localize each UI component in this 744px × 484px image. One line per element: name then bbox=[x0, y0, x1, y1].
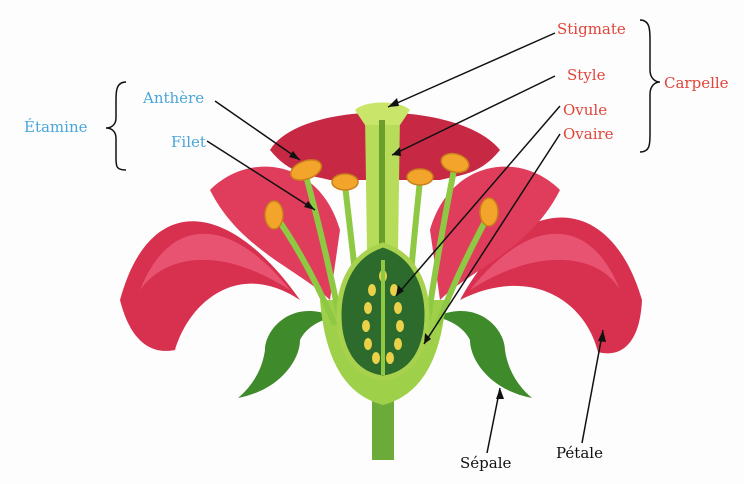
label-etamine: Étamine bbox=[24, 120, 87, 135]
label-ovule: Ovule bbox=[563, 103, 607, 118]
label-filet: Filet bbox=[171, 135, 206, 150]
brace-etamine-icon bbox=[106, 82, 126, 170]
sepal-left bbox=[238, 311, 330, 398]
style-canal bbox=[379, 120, 385, 260]
ovary-axis bbox=[381, 260, 385, 375]
leader-anthere bbox=[215, 101, 300, 160]
leader-petale bbox=[582, 330, 603, 443]
leader-stigmate bbox=[388, 33, 555, 107]
sepal-right bbox=[440, 311, 532, 398]
label-petale: Pétale bbox=[556, 446, 603, 461]
label-style: Style bbox=[567, 68, 605, 83]
label-sepale: Sépale bbox=[460, 456, 511, 471]
brace-carpelle-icon bbox=[640, 20, 660, 152]
label-carpelle: Carpelle bbox=[664, 76, 729, 91]
label-anthere: Anthère bbox=[143, 91, 204, 106]
label-ovaire: Ovaire bbox=[563, 127, 614, 142]
stem bbox=[372, 400, 394, 460]
label-stigmate: Stigmate bbox=[557, 22, 626, 37]
